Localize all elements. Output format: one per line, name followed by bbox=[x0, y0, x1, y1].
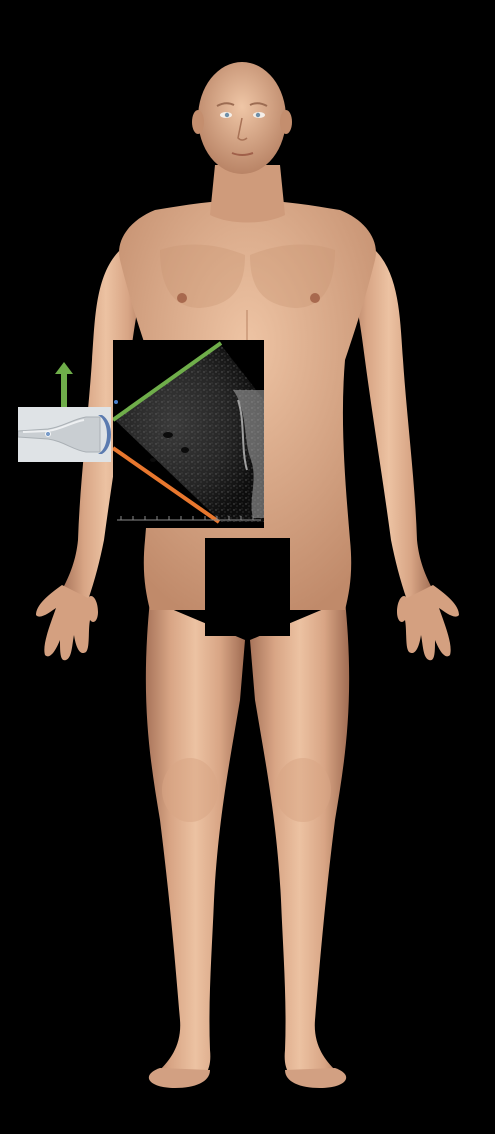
legs bbox=[146, 600, 349, 1088]
arrow-up-icon bbox=[55, 362, 73, 408]
neck bbox=[210, 165, 285, 223]
curvilinear-probe-icon bbox=[18, 407, 111, 462]
censor-block bbox=[205, 538, 290, 636]
ultrasound-image bbox=[113, 340, 264, 528]
probe-thumbnail bbox=[18, 407, 111, 462]
head bbox=[192, 62, 292, 174]
